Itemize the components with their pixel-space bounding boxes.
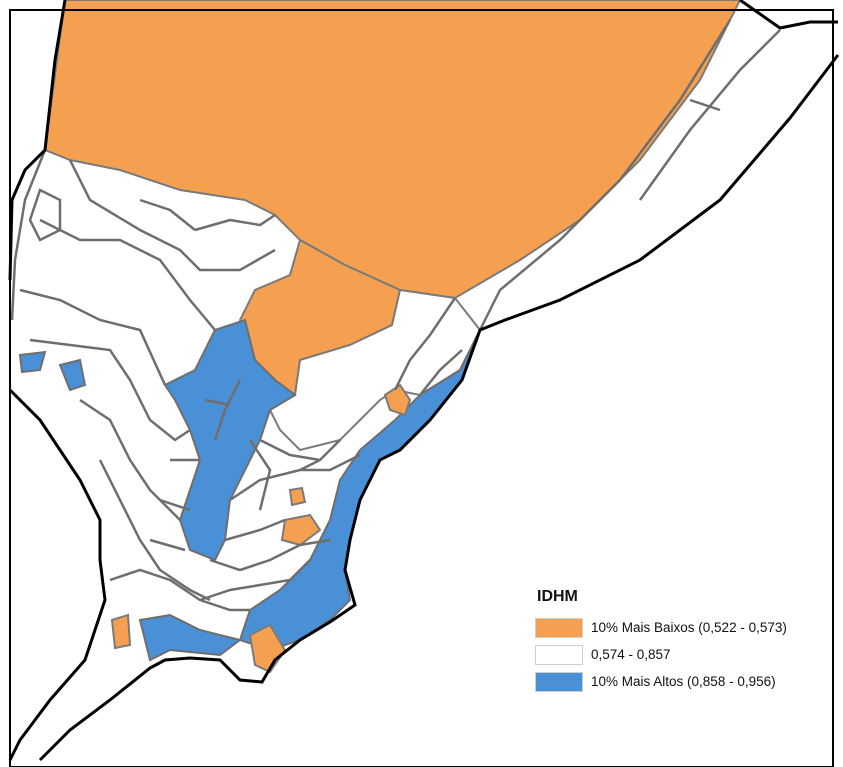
internal-boundaries — [10, 149, 463, 612]
region-high-west-small-2 — [18, 350, 47, 374]
legend-label-mid: 0,574 - 0,857 — [591, 647, 671, 662]
coastline — [8, 0, 840, 762]
legend-swatch-low — [535, 617, 583, 638]
legend-item-high: 10% Mais Altos (0,858 - 0,956) — [535, 668, 835, 695]
region-high-southwest — [138, 613, 243, 662]
region-low-pocket-small — [288, 486, 307, 507]
legend-item-low: 10% Mais Baixos (0,522 - 0,573) — [535, 614, 835, 641]
region-high-west-small — [58, 358, 87, 392]
region-low-pocket-southwest — [110, 613, 132, 650]
map-border — [9, 9, 834, 767]
legend-swatch-high — [535, 671, 583, 692]
legend-swatch-mid — [535, 644, 583, 665]
region-high-inner — [163, 318, 297, 562]
legend-label-high: 10% Mais Altos (0,858 - 0,956) — [591, 674, 776, 689]
legend-item-mid: 0,574 - 0,857 — [535, 641, 835, 668]
legend: IDHM 10% Mais Baixos (0,522 - 0,573) 0,5… — [535, 588, 835, 695]
region-low-pocket-mid — [280, 513, 322, 547]
legend-title: IDHM — [537, 588, 578, 605]
legend-label-low: 10% Mais Baixos (0,522 - 0,573) — [591, 620, 787, 635]
east-boundaries — [478, 19, 781, 331]
